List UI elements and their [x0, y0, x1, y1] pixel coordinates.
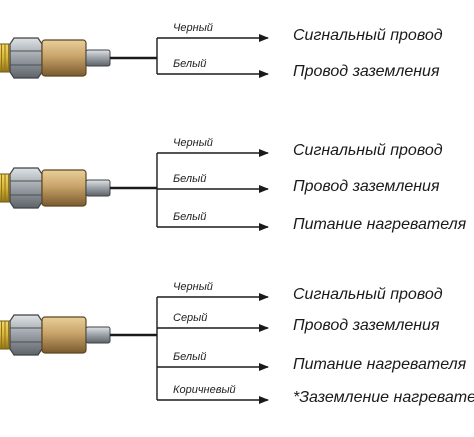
- sensor-hex-nut: [9, 167, 43, 209]
- wire-color-label: Черный: [173, 22, 213, 34]
- wire-color-label: Белый: [173, 211, 207, 223]
- wire-purpose-label: Провод заземления: [293, 63, 440, 80]
- sensor-neck: [85, 326, 111, 344]
- wire-color-label: Белый: [173, 351, 207, 363]
- sensor-hex-nut: [9, 37, 43, 79]
- wire-color-label: Белый: [173, 58, 207, 70]
- wire-purpose-label: Провод заземления: [293, 178, 440, 195]
- sensor-body: [41, 316, 87, 354]
- wire-purpose-label: Сигнальный провод: [293, 286, 443, 303]
- wire-color-label: Черный: [173, 137, 213, 149]
- wire-purpose-label: Сигнальный провод: [293, 142, 443, 159]
- wire-color-label: Коричневый: [173, 384, 236, 396]
- sensor-body: [41, 39, 87, 77]
- wire-purpose-label: *Заземление нагревателя: [293, 389, 474, 406]
- wire-purpose-label: Питание нагревателя: [293, 356, 467, 373]
- sensor-1: [0, 34, 269, 79]
- wire-color-label: Серый: [173, 312, 208, 324]
- sensor-hex-nut: [9, 314, 43, 356]
- sensor-3: [0, 293, 269, 404]
- wire-color-label: Белый: [173, 173, 207, 185]
- sensor-neck: [85, 179, 111, 197]
- sensor-2: [0, 149, 269, 231]
- wire-color-label: Черный: [173, 281, 213, 293]
- sensor-body: [41, 169, 87, 207]
- wire-purpose-label: Провод заземления: [293, 317, 440, 334]
- wire-purpose-label: Сигнальный провод: [293, 27, 443, 44]
- wire-purpose-label: Питание нагревателя: [293, 216, 467, 233]
- sensor-neck: [85, 49, 111, 67]
